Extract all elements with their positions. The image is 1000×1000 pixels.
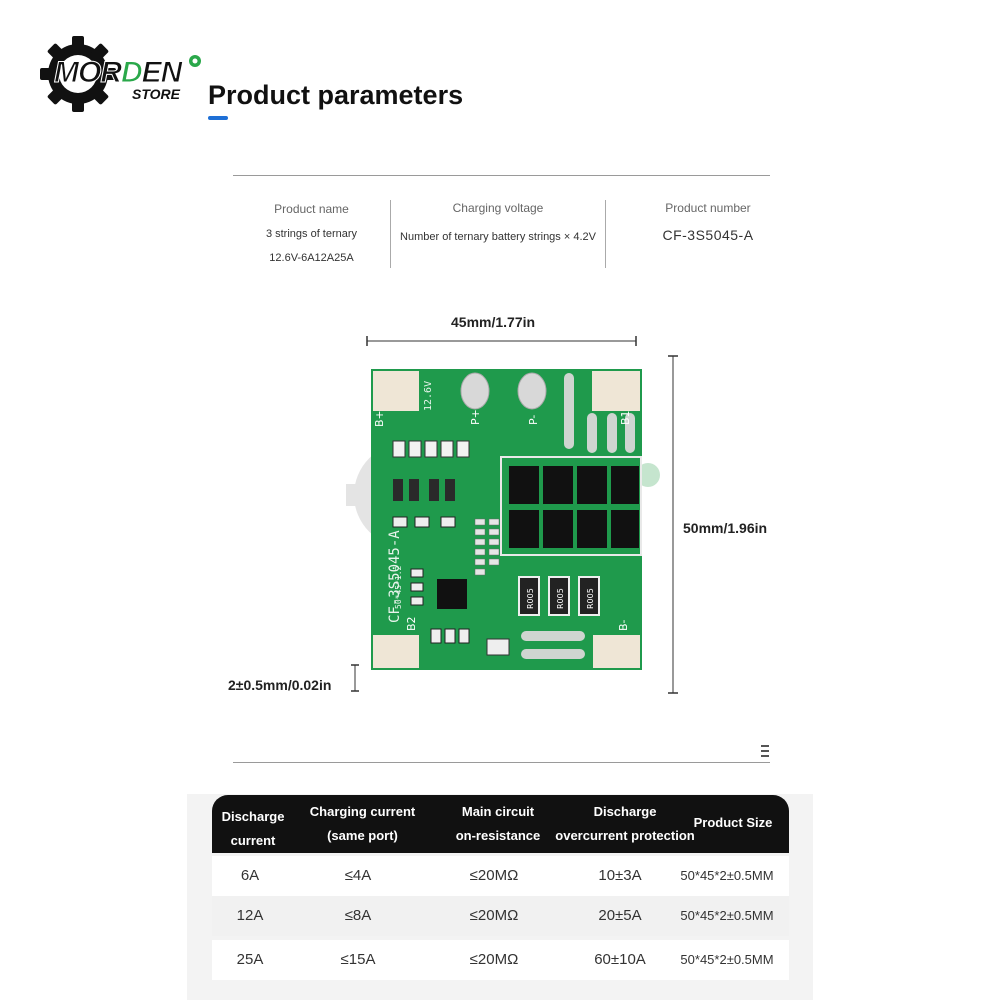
table-row: 6A ≤4A ≤20MΩ 10±3A 50*45*2±0.5MM — [212, 856, 789, 896]
product-number-value: CF-3S5045-A — [662, 227, 754, 243]
svg-text:B+: B+ — [373, 410, 386, 427]
gear-icon — [40, 36, 116, 112]
bms-pcb-board: CF-3S5045-A 12.6V 50*45*1.2 P+ P- B1 B+ … — [371, 369, 642, 670]
svg-text:P+: P+ — [469, 409, 482, 425]
svg-text:R005: R005 — [526, 588, 535, 609]
pad-b-minus — [593, 635, 640, 668]
svg-text:B2: B2 — [405, 616, 418, 631]
divider-top — [233, 175, 770, 176]
leaf-icon — [189, 55, 201, 67]
thickness-dimension-arrow — [351, 664, 359, 692]
table-row: 25A ≤15A ≤20MΩ 60±10A 50*45*2±0.5MM — [212, 940, 789, 980]
param-separator — [605, 200, 606, 268]
svg-text:R005: R005 — [586, 588, 595, 609]
header-charging-current: Charging current(same port) — [309, 804, 416, 843]
product-name-line2: 12.6V-6A12A25A — [269, 252, 354, 264]
svg-text:CF-3S5045-A: CF-3S5045-A — [387, 530, 403, 623]
spec-table-header — [212, 795, 789, 853]
charging-voltage-label: Charging voltage — [452, 201, 544, 215]
product-name-cell: Product name 3 strings of ternary 12.6V-… — [233, 202, 390, 264]
svg-text:P-: P- — [527, 415, 540, 425]
product-name-label: Product name — [274, 202, 349, 216]
store-logo: MORDEN STORE — [38, 34, 208, 116]
charging-voltage-cell: Charging voltage Number of ternary batte… — [391, 201, 605, 243]
logo-subtext: STORE — [132, 86, 180, 102]
page-title: Product parameters — [208, 80, 464, 110]
logo-wordmark: MORDEN — [54, 56, 183, 90]
height-dimension-arrow — [668, 355, 678, 694]
param-separator — [390, 200, 391, 268]
svg-text:R005: R005 — [556, 588, 565, 609]
table-row: 12A ≤8A ≤20MΩ 20±5A 50*45*2±0.5MM — [212, 896, 789, 936]
pad-b1 — [592, 371, 640, 411]
width-dimension-arrow — [366, 336, 637, 346]
width-dimension-label: 45mm/1.77in — [451, 314, 536, 330]
thickness-dimension-label: 2±0.5mm/0.02in — [228, 677, 332, 693]
charging-voltage-value: Number of ternary battery strings × 4.2V — [400, 231, 596, 243]
height-dimension-label: 50mm/1.96in — [683, 520, 768, 536]
svg-text:12.6V: 12.6V — [423, 381, 434, 411]
header-product-size: Product Size — [693, 815, 773, 830]
product-name-line1: 3 strings of ternary — [265, 228, 358, 240]
menu-lines-icon — [761, 745, 769, 757]
divider-bottom — [233, 762, 770, 763]
product-number-cell: Product number CF-3S5045-A — [606, 201, 810, 243]
product-number-label: Product number — [665, 201, 751, 215]
title-underline — [208, 116, 228, 120]
svg-text:B-: B- — [617, 619, 630, 631]
svg-text:50*45*1.2: 50*45*1.2 — [394, 565, 403, 609]
pad-b-plus — [373, 371, 419, 411]
pad-b2 — [373, 635, 419, 668]
svg-text:B1: B1 — [619, 410, 632, 425]
